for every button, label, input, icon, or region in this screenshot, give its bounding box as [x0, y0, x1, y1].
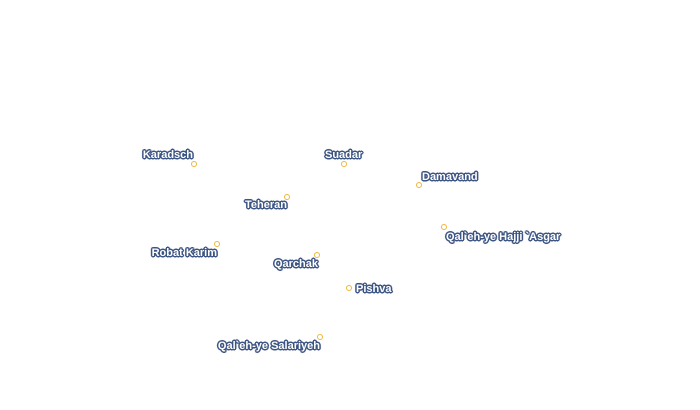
place-label: Karadsch	[142, 149, 193, 161]
place-marker-icon	[316, 333, 323, 340]
place-label: Teheran	[245, 199, 287, 211]
place-marker-icon	[213, 240, 220, 247]
place-marker-icon	[340, 160, 347, 167]
place-label: Suadar	[325, 149, 363, 161]
place-marker-icon	[345, 284, 352, 291]
place-label: Qarchak	[273, 258, 318, 270]
place-marker-icon	[440, 223, 447, 230]
place-marker-icon	[190, 160, 197, 167]
place-label: Pishva	[356, 283, 392, 295]
place-label: Damavand	[422, 171, 478, 183]
place-marker-icon	[313, 251, 320, 258]
place-label: Robat Karim	[151, 247, 217, 259]
place-label: Qal`eh-ye Salariyeh	[217, 340, 320, 352]
place-marker-icon	[415, 181, 422, 188]
place-label: Qal`eh-ye Hajji `Asgar	[446, 231, 561, 243]
place-marker-icon	[283, 193, 290, 200]
